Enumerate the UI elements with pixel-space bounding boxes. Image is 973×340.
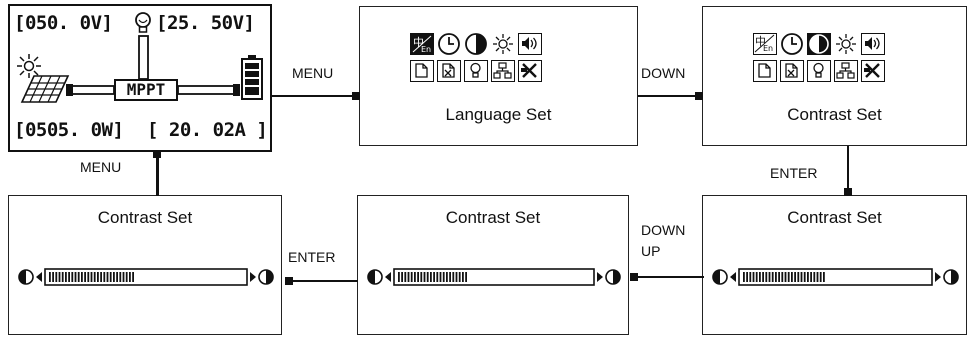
svg-text:En: En [763,44,773,53]
svg-text:En: En [421,45,431,54]
light-bulb-icon [807,60,831,82]
sun-icon [17,54,41,78]
connector-enter-left [286,280,358,282]
power-readout: [0505. 0W] [14,119,124,141]
clear-document-icon [437,60,461,82]
clear-document-icon [780,60,804,82]
language-set-caption: Language Set [445,105,552,124]
contrast-icon [464,33,488,55]
decrease-arrow-icon [36,272,42,282]
enter-label-right: ENTER [770,165,818,181]
contrast-level-fill [743,272,825,282]
document-icon [753,60,777,82]
contrast-low-icon [18,269,34,285]
contrast-screen-2: Contrast Set [357,195,629,335]
connector-down [638,95,700,97]
contrast-slider [18,268,274,286]
contrast-screen-title: Contrast Set [787,208,882,227]
contrast-high-icon [258,269,274,285]
mppt-label: MPPT [114,79,178,101]
network-icon [491,60,515,82]
connector-endpoint [153,150,161,158]
connector-menu-right [272,95,356,97]
connector-down-up [632,276,704,278]
menu-label-bottom: MENU [80,159,122,175]
menu-label-right: MENU [292,65,334,81]
menu-icons-row-bottom [410,60,542,82]
menu-icons-row-bottom [753,60,885,82]
volume-icon [518,33,542,55]
up-label: UP [641,243,661,259]
contrast-set-caption: Contrast Set [787,105,882,124]
pv-voltage-readout: [050. 0V] [14,12,113,34]
contrast-low-icon [367,269,383,285]
contrast-slider [367,268,621,286]
contrast-screen-title: Contrast Set [97,208,193,227]
connector-endpoint [630,273,638,281]
connector-menu-up [156,152,159,196]
connector-endpoint [844,188,852,196]
svg-text:中: 中 [755,35,766,48]
contrast-icon-selected [807,33,831,55]
main-status-screen: [050. 0V] [25. 50V] MPPT [8,4,272,152]
down-label-2: DOWN [641,222,686,238]
tools-icon [518,60,542,82]
connector-endpoint [285,277,293,285]
connector-endpoint [695,92,703,100]
contrast-level-fill [49,272,134,282]
contrast-track [738,268,933,286]
contrast-screen-1: Contrast Set [8,195,282,335]
brightness-icon [834,33,858,55]
contrast-level-fill [398,272,467,282]
bulb-icon [135,12,151,33]
connector-endpoint [352,92,360,100]
decrease-arrow-icon [385,272,391,282]
increase-arrow-icon [597,272,603,282]
decrease-arrow-icon [730,272,736,282]
contrast-high-icon [943,269,959,285]
brightness-icon [491,33,515,55]
network-icon [834,60,858,82]
contrast-slider [712,268,959,286]
solar-panel-icon [20,75,70,103]
clock-icon [780,33,804,55]
contrast-screen-3: Contrast Set [702,195,967,335]
battery-icon [241,55,263,100]
current-readout: [ 20. 02A ] [147,119,268,141]
document-icon [410,60,434,82]
down-label: DOWN [641,65,686,81]
tools-icon [861,60,885,82]
increase-arrow-icon [935,272,941,282]
battery-voltage-readout: [25. 50V] [156,12,255,34]
clock-icon [437,33,461,55]
volume-icon [861,33,885,55]
light-bulb-icon [464,60,488,82]
enter-label-left: ENTER [288,249,336,265]
connector-enter-vertical [847,146,849,196]
contrast-low-icon [712,269,728,285]
svg-text:中: 中 [413,36,424,49]
increase-arrow-icon [250,272,256,282]
contrast-high-icon [605,269,621,285]
contrast-screen-title: Contrast Set [445,208,541,227]
